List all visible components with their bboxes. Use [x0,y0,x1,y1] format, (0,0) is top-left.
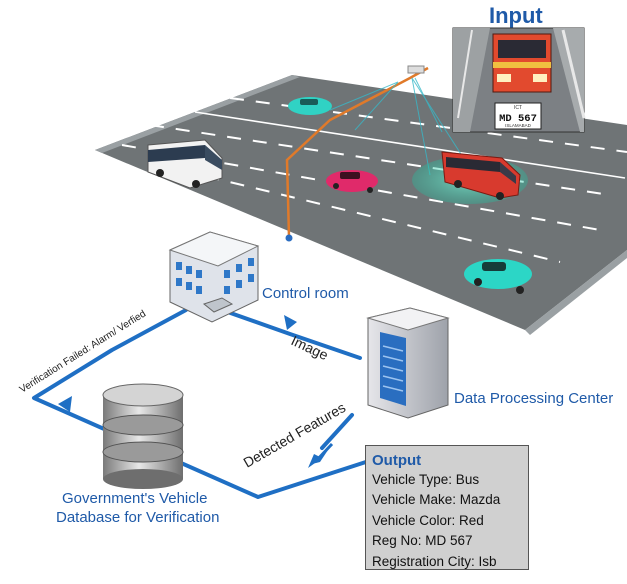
output-panel: Output Vehicle Type: Bus Vehicle Make: M… [365,445,529,570]
label-control-room: Control room [262,285,349,302]
arrow-verification [58,396,72,412]
teal-car-top [288,97,332,115]
pole-base [285,234,293,242]
input-title: Input [489,3,543,28]
camera-icon [407,65,425,74]
label-image: Image [289,332,331,363]
plate-city: ISLAMABAD [505,123,532,128]
label-gov-db-line2: Database for Verification [56,509,220,526]
database-icon [102,383,184,489]
red-bus [441,151,521,200]
arrow-image [284,315,297,330]
label-gov-db-line1: Government's Vehicle [62,490,208,507]
output-vehicle-type: Vehicle Type: Bus [372,472,480,487]
output-title: Output [372,452,422,469]
white-bus [147,139,223,189]
flow-lines [32,308,374,499]
arrow-head-detected [308,454,322,468]
teal-car-bottom [464,259,532,294]
output-vehicle-make: Vehicle Make: Mazda [372,492,501,508]
label-verification: Verification Failed: Alarm/ Verfied [18,308,148,395]
camera-beams [329,77,469,176]
output-reg-no: Reg No: MD 567 [372,533,473,549]
pink-car [326,170,378,193]
plate-region: ICT [514,105,522,111]
control-room-building [168,231,260,323]
output-vehicle-color: Vehicle Color: Red [372,512,484,528]
plate-number: MD 567 [499,113,537,125]
label-data-processing-center: Data Processing Center [454,390,614,407]
camera-pole [285,66,429,238]
input-photo [452,27,586,133]
output-registration-city: Registration City: Isb [372,553,497,569]
server-icon [366,307,450,419]
